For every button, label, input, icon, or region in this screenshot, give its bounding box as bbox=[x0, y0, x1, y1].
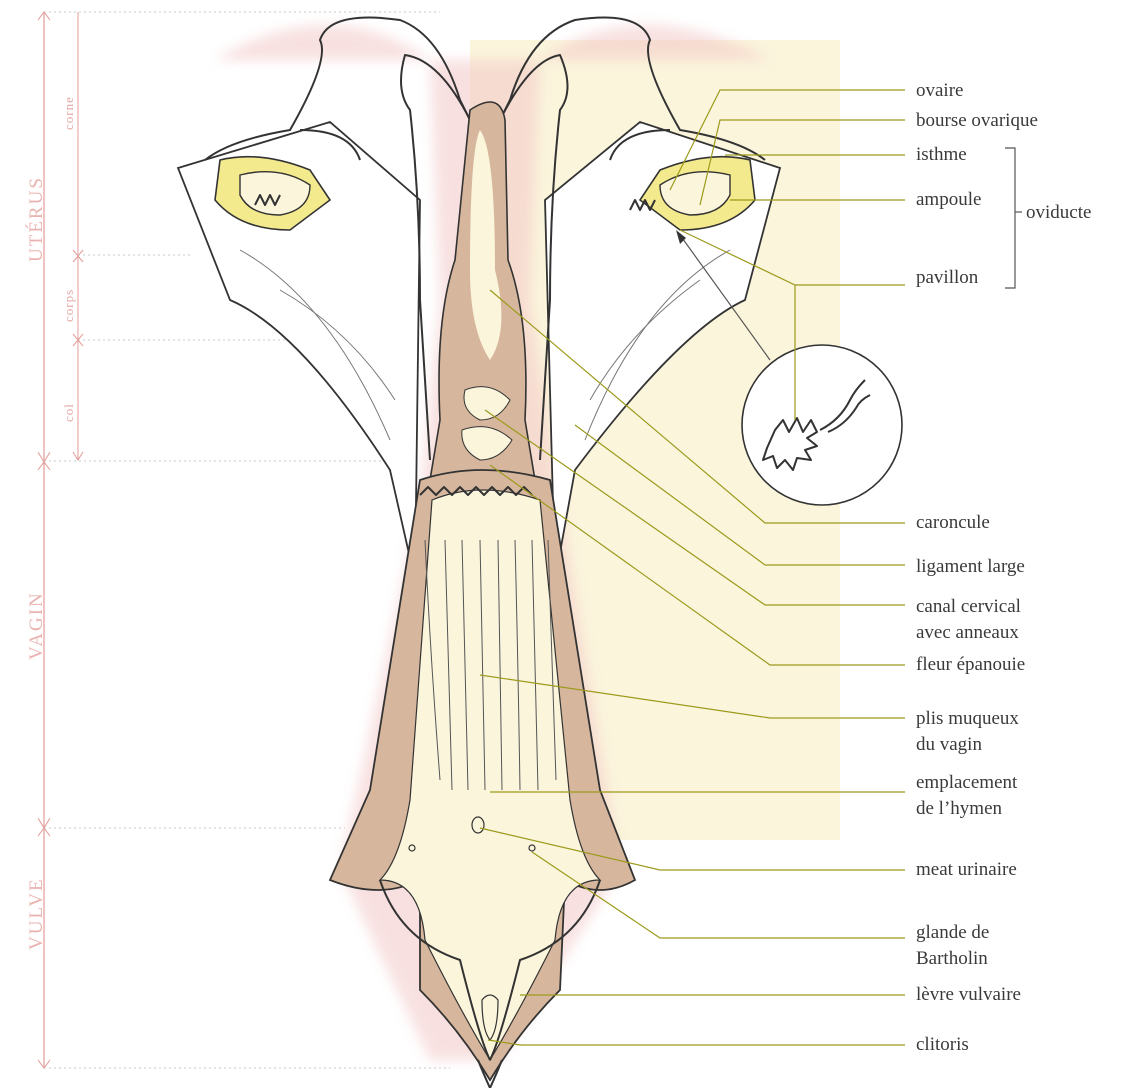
label-isthme: isthme bbox=[916, 144, 967, 165]
label-ovaire: ovaire bbox=[916, 80, 963, 101]
label-plis-muqueux-2: du vagin bbox=[916, 734, 982, 755]
label-plis-muqueux-1: plis muqueux bbox=[916, 708, 1019, 729]
label-caroncule: caroncule bbox=[916, 512, 990, 533]
label-clitoris: clitoris bbox=[916, 1034, 969, 1055]
label-levre-vulvaire: lèvre vulvaire bbox=[916, 984, 1021, 1005]
label-canal-cervical-2: avec anneaux bbox=[916, 622, 1019, 643]
region-vagin: VAGIN bbox=[26, 591, 47, 660]
region-corps: corps bbox=[61, 289, 76, 322]
label-meat-urinaire: meat urinaire bbox=[916, 859, 1017, 880]
region-corne: corne bbox=[61, 96, 76, 130]
label-oviducte: oviducte bbox=[1026, 202, 1091, 223]
label-canal-cervical-1: canal cervical bbox=[916, 596, 1021, 617]
label-bourse-ovarique: bourse ovarique bbox=[916, 110, 1038, 131]
region-uterus: UTÉRUS bbox=[25, 176, 47, 262]
label-ligament-large: ligament large bbox=[916, 556, 1025, 577]
label-pavillon: pavillon bbox=[916, 267, 979, 288]
label-emplacement-2: de l’hymen bbox=[916, 798, 1003, 819]
pavillon-detail-circle bbox=[742, 345, 902, 505]
label-ampoule: ampoule bbox=[916, 189, 981, 210]
region-vulve: VULVE bbox=[26, 877, 47, 950]
label-glande-1: glande de bbox=[916, 922, 989, 943]
labels: ovaire bourse ovarique isthme ampoule ov… bbox=[916, 80, 1091, 1055]
label-fleur-epanouie: fleur épanouie bbox=[916, 654, 1025, 675]
label-glande-2: Bartholin bbox=[916, 948, 988, 969]
label-emplacement-1: emplacement bbox=[916, 772, 1018, 793]
region-col: col bbox=[61, 403, 76, 422]
